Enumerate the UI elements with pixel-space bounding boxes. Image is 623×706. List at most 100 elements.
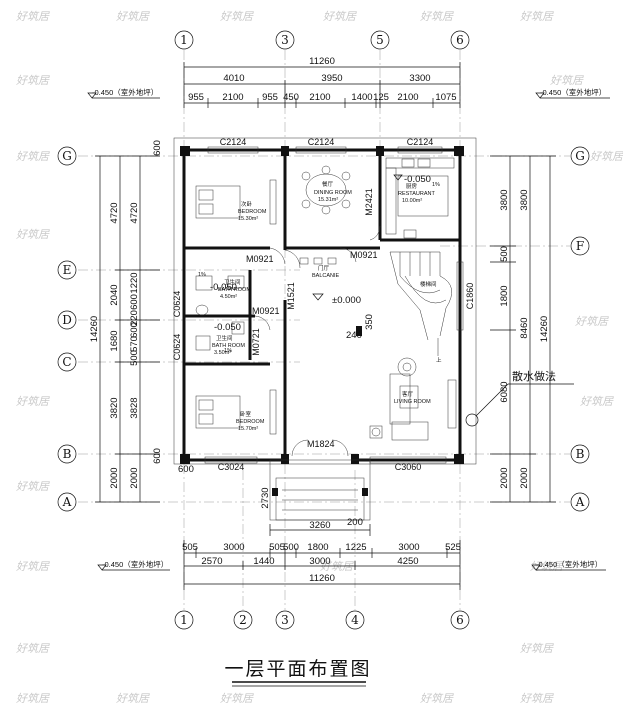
watermark: 好筑居 bbox=[220, 10, 254, 23]
svg-text:8460: 8460 bbox=[519, 317, 530, 338]
drawing-title: 一层平面布置图 bbox=[224, 658, 371, 687]
watermark: 好筑居 bbox=[320, 560, 354, 573]
counter-icon bbox=[385, 157, 455, 169]
bed-icon bbox=[195, 185, 241, 219]
svg-text:570: 570 bbox=[129, 336, 140, 352]
svg-text:4250: 4250 bbox=[397, 556, 418, 567]
watermark: 好筑居 bbox=[16, 480, 50, 493]
svg-text:15.30m²: 15.30m² bbox=[238, 216, 258, 222]
svg-text:2100: 2100 bbox=[309, 92, 330, 103]
svg-text:3828: 3828 bbox=[129, 397, 140, 418]
svg-text:BATH ROOM: BATH ROOM bbox=[218, 287, 251, 293]
svg-text:BEDROOM: BEDROOM bbox=[238, 209, 267, 215]
door-label: M1824 bbox=[307, 439, 335, 449]
axis-bubble bbox=[450, 30, 470, 50]
watermark: 好筑居 bbox=[16, 10, 50, 23]
watermark: 好筑居 bbox=[220, 692, 254, 705]
doors: M0921 M0921 M0921 M2421 M1521 M0721 M182… bbox=[246, 188, 381, 457]
axis-bubbles-right: G F B A bbox=[570, 146, 590, 512]
svg-text:600: 600 bbox=[129, 322, 140, 338]
watermark: 好筑居 bbox=[16, 150, 50, 163]
svg-text:1440: 1440 bbox=[253, 556, 274, 567]
watermark: 好筑居 bbox=[420, 692, 454, 705]
svg-text:955: 955 bbox=[262, 92, 278, 103]
coffee-table-icon bbox=[399, 385, 419, 409]
svg-text:卫生间: 卫生间 bbox=[224, 278, 241, 286]
svg-text:1%: 1% bbox=[224, 348, 232, 354]
window-label: C1860 bbox=[465, 283, 475, 310]
window-label: C3060 bbox=[395, 462, 422, 472]
svg-text:500: 500 bbox=[499, 246, 510, 262]
svg-text:2100: 2100 bbox=[397, 92, 418, 103]
door-label: M0921 bbox=[252, 306, 280, 316]
svg-text:LIVING ROOM: LIVING ROOM bbox=[394, 399, 431, 405]
dimensions-right: 3800 500 1800 6080 2000 3800 8460 2000 1… bbox=[490, 155, 556, 503]
svg-text:-0.450（室外地坪）: -0.450（室外地坪） bbox=[92, 87, 158, 97]
svg-text:525: 525 bbox=[445, 542, 461, 553]
svg-text:11260: 11260 bbox=[309, 56, 335, 67]
svg-text:600: 600 bbox=[152, 448, 163, 464]
entrance-steps: 3260 2730 200 bbox=[260, 459, 371, 536]
page-title: 一层平面布置图 bbox=[224, 658, 371, 680]
svg-text:15.31m²: 15.31m² bbox=[318, 197, 338, 203]
svg-text:G: G bbox=[575, 149, 585, 163]
svg-text:11260: 11260 bbox=[309, 573, 335, 584]
axis-bubbles-top: 1 3 5 6 bbox=[174, 30, 470, 50]
svg-text:1: 1 bbox=[180, 613, 188, 627]
svg-text:6: 6 bbox=[456, 33, 464, 47]
svg-text:RESTAURANT: RESTAURANT bbox=[398, 191, 436, 197]
svg-text:4010: 4010 bbox=[223, 73, 244, 84]
svg-text:500: 500 bbox=[129, 350, 140, 366]
svg-text:1225: 1225 bbox=[345, 542, 366, 553]
svg-text:G: G bbox=[62, 149, 72, 163]
svg-text:4720: 4720 bbox=[109, 202, 120, 223]
svg-text:门厅: 门厅 bbox=[318, 264, 330, 272]
window-label: C2124 bbox=[308, 137, 335, 147]
svg-text:B: B bbox=[63, 447, 72, 461]
svg-text:厨房: 厨房 bbox=[406, 182, 418, 190]
door-label: M0921 bbox=[246, 254, 274, 264]
door-label: M0721 bbox=[251, 328, 261, 356]
window-label: C2124 bbox=[220, 137, 247, 147]
svg-text:5: 5 bbox=[376, 33, 384, 47]
svg-text:-0.450（室外地坪）: -0.450（室外地坪） bbox=[102, 559, 168, 569]
svg-text:-0.450（室外地坪）: -0.450（室外地坪） bbox=[540, 87, 606, 97]
svg-text:-0.050: -0.050 bbox=[404, 174, 431, 185]
watermark: 好筑居 bbox=[575, 315, 609, 328]
svg-text:1680: 1680 bbox=[109, 330, 120, 351]
windows: C2124 C2124 C2124 C3024 C3060 C0624 C062… bbox=[172, 137, 475, 472]
window-label: C0624 bbox=[172, 334, 182, 361]
svg-text:505: 505 bbox=[182, 542, 198, 553]
svg-text:BEDROOM: BEDROOM bbox=[236, 419, 265, 425]
svg-text:14260: 14260 bbox=[539, 316, 550, 342]
svg-text:3: 3 bbox=[281, 613, 289, 627]
svg-text:3000: 3000 bbox=[223, 542, 244, 553]
svg-text:6: 6 bbox=[456, 613, 464, 627]
svg-text:1800: 1800 bbox=[307, 542, 328, 553]
svg-text:3300: 3300 bbox=[409, 73, 430, 84]
svg-text:600: 600 bbox=[152, 140, 163, 156]
watermark: 好筑居 bbox=[520, 642, 554, 655]
svg-text:DINING ROOM: DINING ROOM bbox=[314, 190, 352, 196]
drainage-callout: 散水做法 bbox=[465, 369, 574, 427]
watermark: 好筑居 bbox=[16, 692, 50, 705]
svg-text:2000: 2000 bbox=[519, 467, 530, 488]
lamp-icon bbox=[397, 357, 417, 377]
door-label: M2421 bbox=[364, 188, 374, 216]
drainage-note: 散水做法 bbox=[512, 369, 556, 383]
svg-text:2730: 2730 bbox=[260, 487, 271, 508]
svg-text:3800: 3800 bbox=[499, 189, 510, 210]
axis-bubbles-bottom: 1 2 3 4 6 bbox=[174, 610, 470, 630]
door-label: M1521 bbox=[286, 282, 296, 310]
axis-bubble bbox=[275, 30, 295, 50]
svg-text:2000: 2000 bbox=[499, 467, 510, 488]
svg-text:3000: 3000 bbox=[309, 556, 330, 567]
svg-text:2000: 2000 bbox=[109, 467, 120, 488]
svg-text:500: 500 bbox=[283, 542, 299, 553]
watermark: 好筑居 bbox=[420, 10, 454, 23]
svg-text:10.00m²: 10.00m² bbox=[402, 198, 422, 204]
svg-text:-0.050: -0.050 bbox=[210, 282, 237, 293]
svg-text:±0.000: ±0.000 bbox=[332, 295, 361, 306]
watermark: 好筑居 bbox=[520, 692, 554, 705]
svg-text:3: 3 bbox=[281, 33, 289, 47]
